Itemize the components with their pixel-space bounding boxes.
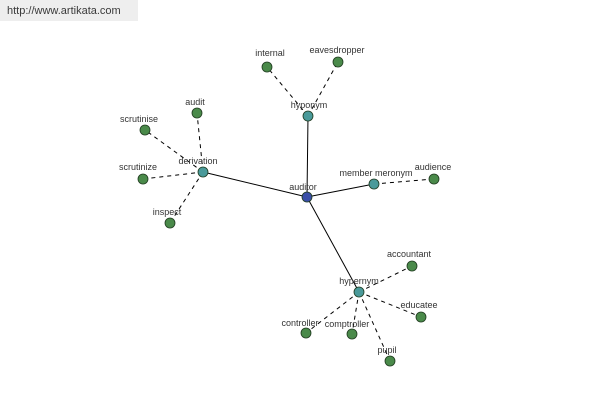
node-hyponym-label[interactable]: hyponym xyxy=(291,100,328,110)
node-auditor[interactable] xyxy=(301,191,313,203)
node-member-meronym-label[interactable]: member meronym xyxy=(339,168,412,178)
edge-auditor-derivation xyxy=(202,171,308,198)
edge-hyponym-internal xyxy=(266,66,309,117)
labels: auditor hyponym internal eavesdropper deriva… xyxy=(119,45,451,355)
node-eavesdropper[interactable] xyxy=(332,56,344,68)
edge-hyponym-eavesdropper xyxy=(307,61,339,117)
node-internal-label[interactable]: internal xyxy=(255,48,285,58)
node-educatee-label[interactable]: educatee xyxy=(400,300,437,310)
node-scrutinize[interactable] xyxy=(137,173,149,185)
node-accountant[interactable] xyxy=(406,260,418,272)
node-member-meronym[interactable] xyxy=(368,178,380,190)
node-accountant-label[interactable]: accountant xyxy=(387,249,432,259)
node-derivation[interactable] xyxy=(197,166,209,178)
edge-auditor-hyponym xyxy=(306,115,309,198)
node-pupil-label[interactable]: pupil xyxy=(377,345,396,355)
edge-hypernym-comptroller xyxy=(351,291,360,335)
nodes xyxy=(137,56,440,367)
node-audience-label[interactable]: audience xyxy=(415,162,452,172)
node-auditor-label[interactable]: auditor xyxy=(289,182,317,192)
edges xyxy=(142,61,435,362)
node-audit[interactable] xyxy=(191,107,203,119)
node-comptroller-label[interactable]: comptroller xyxy=(325,319,370,329)
node-hyponym[interactable] xyxy=(302,110,314,122)
node-eavesdropper-label[interactable]: eavesdropper xyxy=(309,45,364,55)
node-hypernym-label[interactable]: hypernym xyxy=(339,276,379,286)
edge-derivation-scrutinise xyxy=(144,129,204,173)
edge-hypernym-controller xyxy=(305,291,360,334)
edge-derivation-inspect xyxy=(169,171,204,224)
node-controller[interactable] xyxy=(300,327,312,339)
node-comptroller[interactable] xyxy=(346,328,358,340)
node-hypernym[interactable] xyxy=(353,286,365,298)
edge-derivation-scrutinize xyxy=(142,171,204,180)
node-inspect-label[interactable]: inspect xyxy=(153,207,182,217)
node-educatee[interactable] xyxy=(415,311,427,323)
node-derivation-label[interactable]: derivation xyxy=(178,156,217,166)
node-scrutinize-label[interactable]: scrutinize xyxy=(119,162,157,172)
node-audit-label[interactable]: audit xyxy=(185,97,205,107)
url-banner: http://www.artikata.com xyxy=(0,0,138,21)
node-scrutinise[interactable] xyxy=(139,124,151,136)
edge-hypernym-educatee xyxy=(358,291,422,318)
edge-auditor-hypernym xyxy=(306,196,360,293)
node-controller-label[interactable]: controller xyxy=(281,318,318,328)
edge-member-meronym-audience xyxy=(373,178,435,185)
edge-derivation-audit xyxy=(196,112,204,173)
node-scrutinise-label[interactable]: scrutinise xyxy=(120,114,158,124)
site-url[interactable]: http://www.artikata.com xyxy=(7,4,121,17)
node-pupil[interactable] xyxy=(384,355,396,367)
node-inspect[interactable] xyxy=(164,217,176,229)
node-internal[interactable] xyxy=(261,61,273,73)
node-audience[interactable] xyxy=(428,173,440,185)
edge-auditor-member-meronym xyxy=(306,183,375,198)
edge-hypernym-accountant xyxy=(358,265,413,293)
